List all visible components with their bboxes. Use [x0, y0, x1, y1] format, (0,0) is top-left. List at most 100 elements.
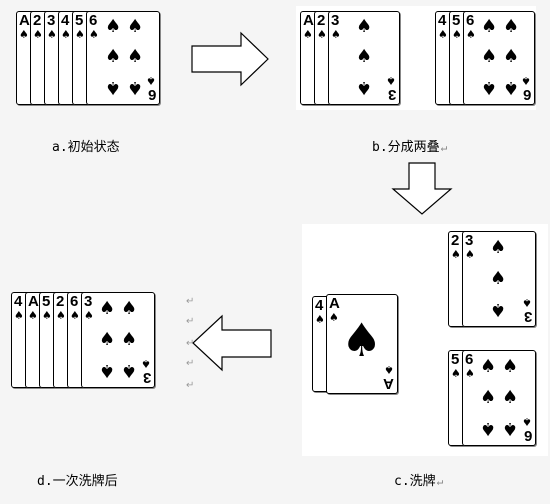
spade-pip-icon: ♠ — [502, 418, 519, 439]
spade-pip-icon: ♠ — [481, 16, 498, 37]
spade-pip-icon: ♠ — [356, 16, 373, 37]
spade-pip-icon: ♠ — [481, 46, 498, 67]
spade-icon: ♠ — [89, 28, 99, 41]
spade-icon: ♠ — [522, 415, 532, 428]
spade-icon: ♠ — [56, 309, 66, 322]
return-mark-icon: ↵ — [186, 380, 195, 391]
spade-pip-icon: ♠ — [480, 387, 497, 408]
caption-d: d.一次洗牌后 — [37, 474, 118, 489]
spade-pip-icon: ♠ — [105, 16, 122, 37]
spade-icon: ♠ — [303, 28, 313, 41]
card-rank: 3 — [47, 12, 56, 29]
return-mark-icon: ↵ — [186, 316, 195, 327]
spade-icon: ♠ — [315, 313, 325, 326]
spade-pip-icon: ♠ — [481, 77, 498, 98]
spade-icon: ♠ — [84, 309, 94, 322]
spade-pip-icon: ♠ — [490, 237, 507, 258]
spade-pip-icon: ♠ — [127, 46, 144, 67]
card-rank: 3 — [84, 293, 93, 310]
return-mark-icon: ↵ — [186, 358, 195, 369]
spade-pip-icon: ♠ — [356, 46, 373, 67]
spade-pip-icon: ♠ — [480, 418, 497, 439]
spade-icon: ♠ — [146, 74, 156, 87]
card-b-left-3: 3 ♠ ♠ ♠ ♠ ♠ 3 — [328, 11, 400, 105]
spade-pip-icon: ♠ — [503, 77, 520, 98]
card-c-center-2: A ♠ ♠ ♠ A — [326, 294, 398, 394]
card-rank: A — [329, 295, 340, 312]
card-rank: 2 — [451, 232, 460, 249]
spade-pip-icon: ♠ — [99, 298, 116, 319]
arrow-left-icon — [192, 314, 272, 372]
card-rank: 4 — [438, 12, 447, 29]
return-mark-icon: ↵ — [186, 296, 195, 307]
spade-icon: ♠ — [317, 28, 327, 41]
spade-icon: ♠ — [47, 28, 57, 41]
card-rank: 5 — [42, 293, 51, 310]
spade-icon: ♠ — [522, 296, 532, 309]
card-rank: 4 — [315, 297, 324, 314]
card-a-6: 6 ♠ ♠ ♠ ♠ ♠ ♠ ♠ ♠ 6 — [86, 11, 160, 105]
card-rank-inverted: 6 — [523, 427, 532, 444]
spade-pip-icon: ♠ — [99, 360, 116, 381]
spade-icon: ♠ — [61, 28, 71, 41]
card-rank: 4 — [14, 293, 23, 310]
spade-pip-icon: ♠ — [127, 16, 144, 37]
spade-icon: ♠ — [28, 309, 38, 322]
card-rank: 6 — [70, 293, 79, 310]
spade-pip-icon: ♠ — [480, 356, 497, 377]
spade-pip-icon: ♠ — [490, 299, 507, 320]
spade-icon: ♠ — [466, 28, 476, 41]
spade-icon: ♠ — [451, 248, 461, 261]
spade-pip-icon: ♠ — [105, 46, 122, 67]
spade-icon: ♠ — [42, 309, 52, 322]
card-c-top-2: 3 ♠ ♠ ♠ ♠ ♠ 3 — [462, 231, 536, 327]
spade-pip-icon: ♠ — [502, 356, 519, 377]
spade-icon: ♠ — [331, 28, 341, 41]
spade-pip-icon: ♠ — [121, 360, 138, 381]
card-rank: 2 — [56, 293, 65, 310]
caption-a: a.初始状态 — [52, 140, 120, 155]
spade-pip-icon: ♠ — [121, 298, 138, 319]
card-rank: 6 — [89, 12, 98, 29]
spade-icon: ♠ — [70, 309, 80, 322]
spade-pip-icon: ♠ — [503, 16, 520, 37]
card-rank-inverted: 6 — [522, 86, 531, 103]
spade-icon: ♠ — [329, 311, 339, 324]
spade-icon: ♠ — [465, 248, 475, 261]
spade-pip-icon: ♠ — [490, 268, 507, 289]
card-b-right-3: 6 ♠ ♠ ♠ ♠ ♠ ♠ ♠ ♠ 6 — [463, 11, 535, 105]
arrow-right-icon — [191, 31, 269, 87]
spade-pip-icon: ♠ — [127, 77, 144, 98]
card-rank: 6 — [465, 351, 474, 368]
card-d-6: 3 ♠ ♠ ♠ ♠ ♠ ♠ ♠ ♠ 3 — [81, 292, 155, 388]
caption-c: c.洗牌↵ — [394, 474, 444, 489]
spade-icon: ♠ — [521, 74, 531, 87]
spade-icon: ♠ — [451, 367, 461, 380]
spade-icon: ♠ — [14, 309, 24, 322]
arrow-down-icon — [391, 162, 453, 215]
spade-icon: ♠ — [465, 367, 475, 380]
card-rank: 3 — [465, 232, 474, 249]
spade-pip-icon: ♠ — [121, 329, 138, 350]
card-rank: A — [303, 12, 314, 29]
spade-icon: ♠ — [452, 28, 462, 41]
card-rank-inverted: 3 — [387, 86, 396, 103]
card-rank: A — [28, 293, 39, 310]
caption-b: b.分成两叠↵ — [372, 140, 448, 155]
card-rank: 5 — [451, 351, 460, 368]
return-mark-icon: ↵ — [436, 475, 444, 488]
card-rank-inverted: 3 — [523, 308, 532, 325]
spade-icon: ♠ — [19, 28, 29, 41]
spade-icon: ♠ — [386, 74, 396, 87]
spade-pip-icon: ♠ — [356, 77, 373, 98]
spade-icon: ♠ — [141, 357, 151, 370]
spade-pip-icon: ♠ — [503, 46, 520, 67]
card-c-bottom-2: 6 ♠ ♠ ♠ ♠ ♠ ♠ ♠ ♠ 6 — [462, 350, 536, 446]
card-rank-inverted: 6 — [147, 86, 156, 103]
card-rank: 6 — [466, 12, 475, 29]
spade-pip-icon: ♠ — [502, 387, 519, 408]
spade-pip-icon: ♠ — [99, 329, 116, 350]
card-rank: 5 — [452, 12, 461, 29]
ace-of-spades-icon: ♠ — [341, 313, 383, 367]
return-mark-icon: ↵ — [440, 141, 448, 154]
